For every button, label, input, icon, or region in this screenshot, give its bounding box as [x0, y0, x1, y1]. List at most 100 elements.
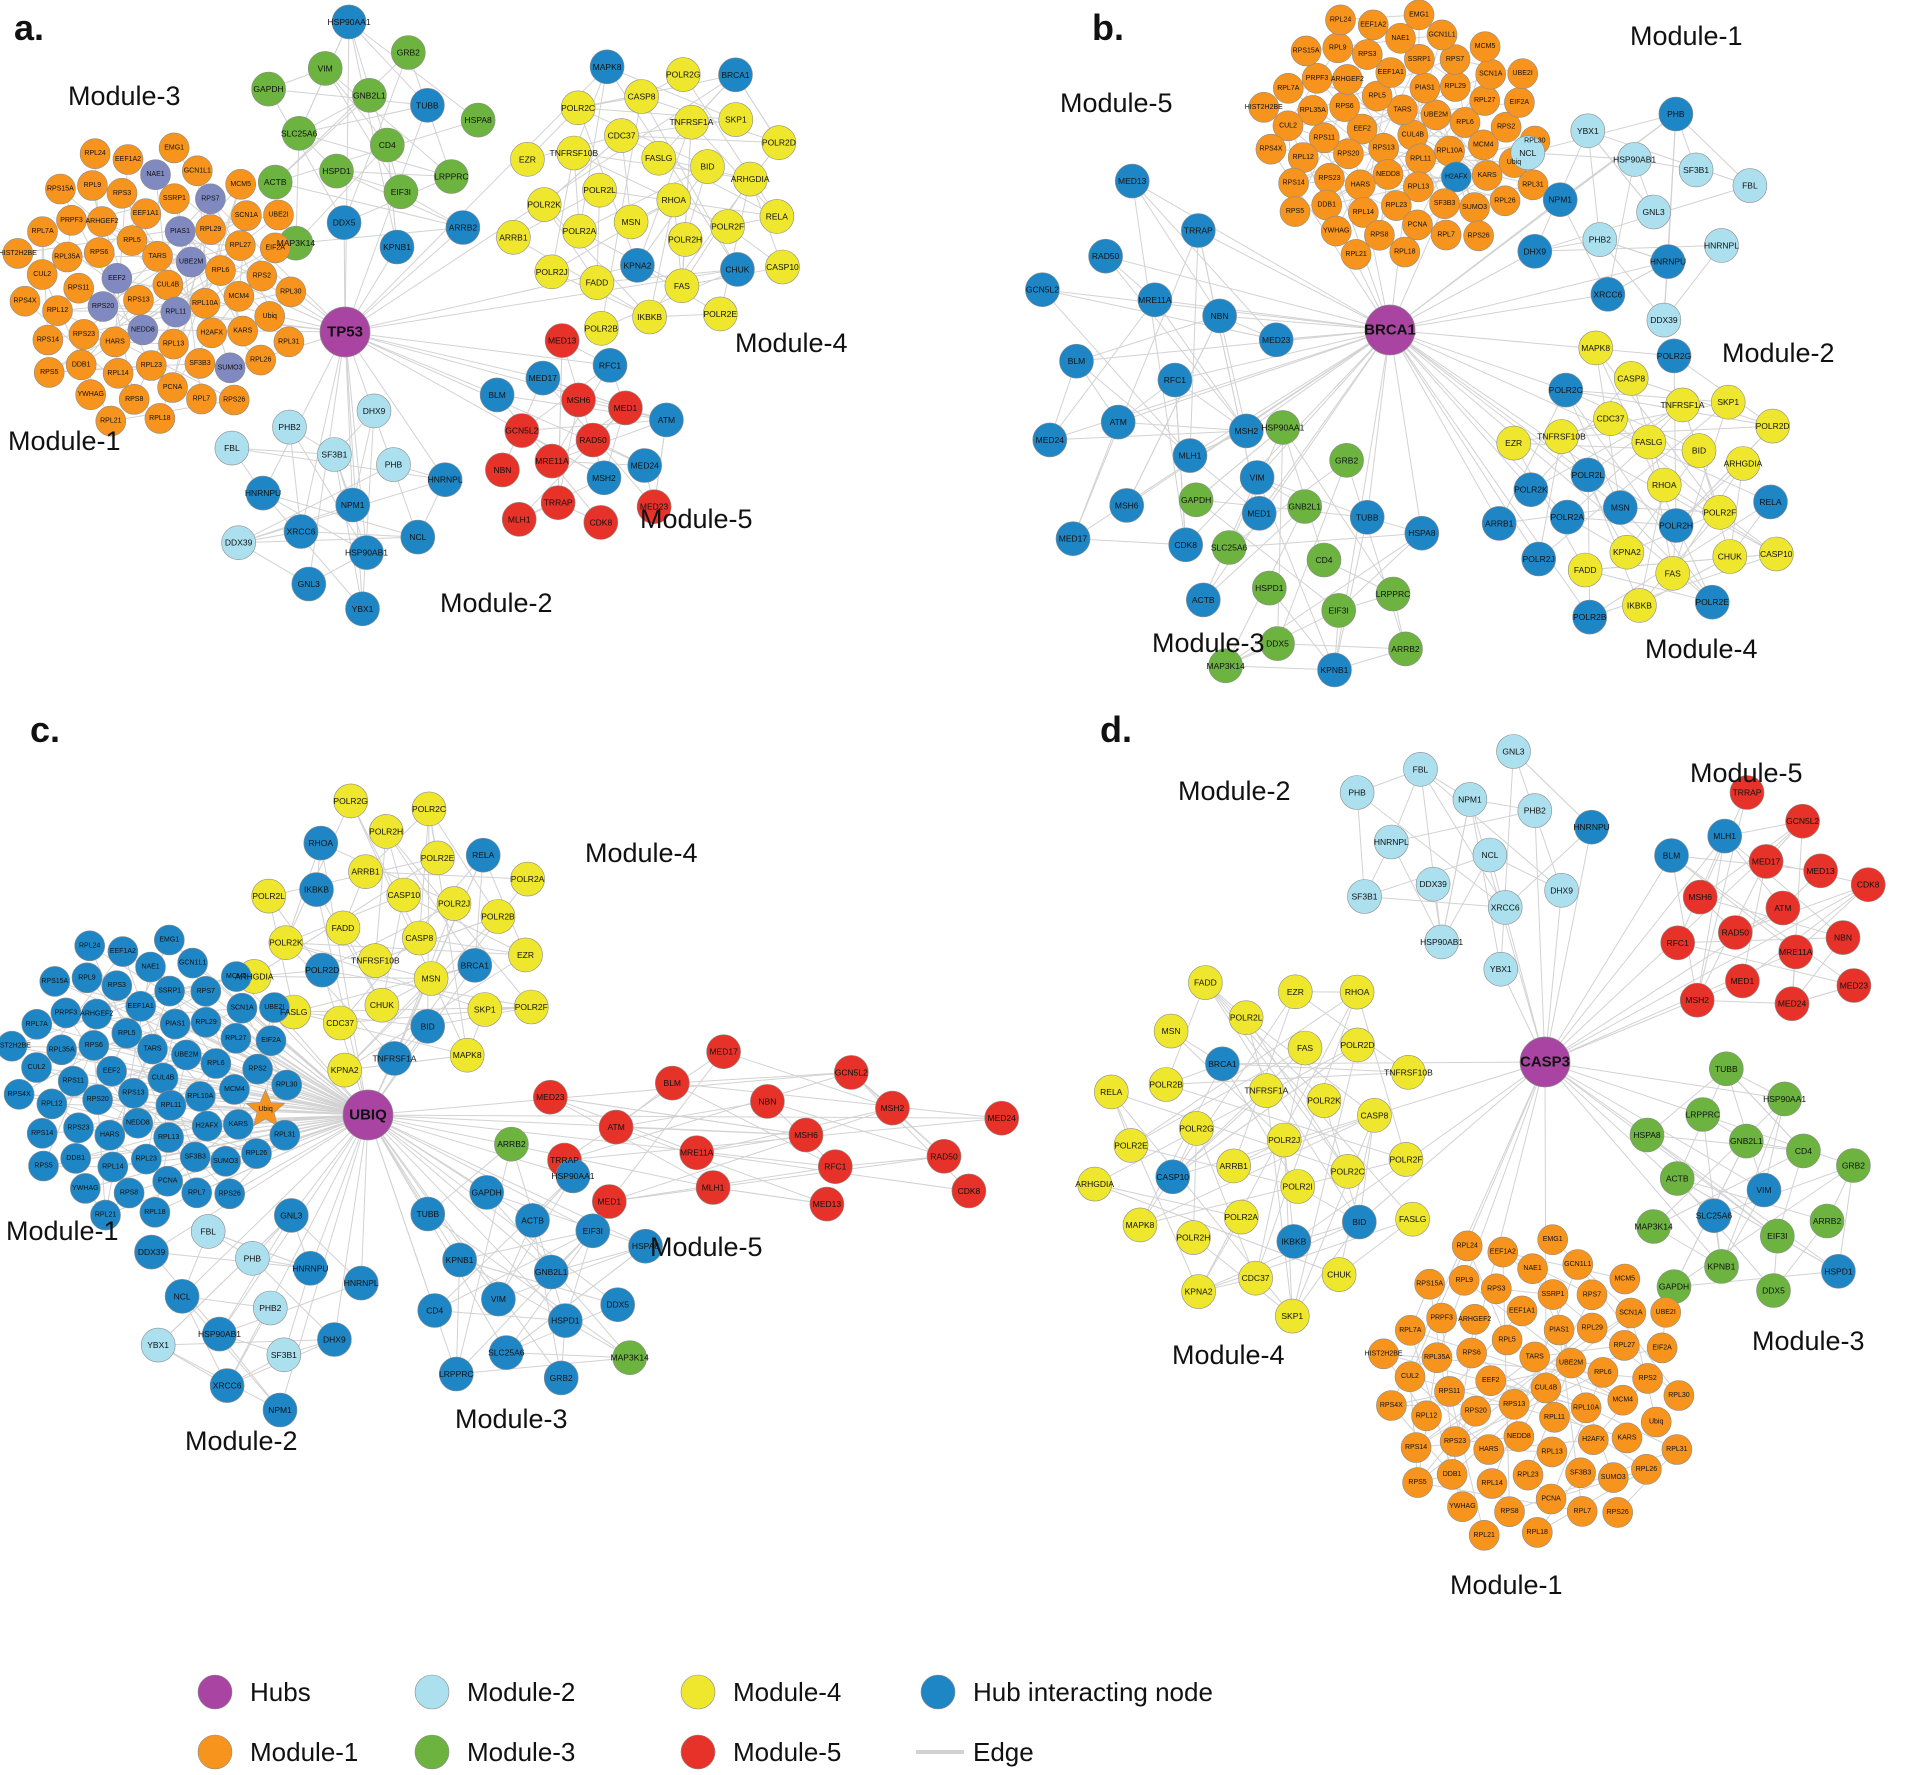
edge — [486, 1191, 646, 1247]
edge — [1469, 799, 1502, 970]
gene-label: MED17 — [529, 373, 558, 383]
edge — [18, 990, 207, 1095]
gene-label: RPL31 — [278, 338, 300, 345]
gene-label: YWHAG — [1449, 1503, 1475, 1510]
gene-label: RPS11 — [1313, 134, 1335, 141]
gene-node — [667, 222, 703, 257]
gene-label: RPL7A — [31, 228, 54, 235]
gene-node — [26, 1118, 58, 1149]
gene-label: RPL5 — [123, 237, 141, 244]
gene-label: IKBKB — [1627, 600, 1652, 610]
gene-label: CHUK — [725, 264, 749, 274]
edge — [1131, 180, 1221, 317]
gene-node — [1774, 986, 1810, 1022]
gene-label: RPS5 — [1286, 208, 1304, 215]
gene-label: RPS15A — [1293, 47, 1320, 54]
gene-node — [214, 430, 250, 466]
gene-node — [1570, 113, 1606, 149]
edge — [1420, 769, 1443, 942]
gene-node — [1694, 584, 1730, 620]
gene-node — [1447, 1491, 1478, 1522]
gene-node — [1287, 1030, 1323, 1066]
gene-label: TNFRSF10B — [1384, 1067, 1433, 1077]
gene-node — [479, 377, 515, 413]
gene-label: EEF2 — [108, 275, 126, 282]
gene-node — [1451, 1230, 1483, 1262]
gene-label: ARRB2 — [449, 223, 478, 233]
edge — [1172, 1090, 1267, 1178]
gene-node — [1306, 1083, 1342, 1118]
gene-node — [1603, 490, 1638, 525]
edge — [1338, 1115, 1375, 1275]
edge — [609, 1155, 945, 1202]
gene-node — [283, 514, 319, 549]
gene-label: RPS4X — [8, 1091, 31, 1098]
gene-label: ARRB1 — [1485, 518, 1514, 528]
gene-label: HSPA8 — [632, 1241, 660, 1251]
gene-node — [281, 116, 317, 151]
gene-node — [1755, 408, 1790, 444]
gene-label: POLR2C — [412, 804, 446, 814]
gene-node — [27, 216, 58, 247]
gene-node — [1157, 362, 1193, 398]
gene-label: SKP1 — [1717, 397, 1739, 407]
gene-label: HSP90AB1 — [1420, 937, 1463, 947]
gene-node — [433, 159, 469, 194]
gene-node — [1456, 1337, 1487, 1369]
gene-label: SLC25A6 — [281, 128, 318, 138]
gene-label: MED13 — [1118, 176, 1147, 186]
gene-node — [1537, 1279, 1569, 1310]
edge — [274, 52, 409, 183]
gene-label: NPM1 — [1458, 794, 1482, 804]
gene-node — [562, 213, 597, 249]
gene-node — [1609, 1263, 1641, 1295]
module-label: Module-1 — [6, 1216, 119, 1246]
gene-label: BID — [1692, 446, 1706, 456]
gene-label: GNL3 — [1502, 746, 1524, 756]
gene-label: MRE11A — [1138, 295, 1172, 305]
gene-node — [1778, 934, 1813, 970]
edge — [298, 104, 428, 134]
edge — [43, 1045, 95, 1167]
gene-node — [1785, 803, 1820, 839]
gene-label: CDK8 — [1857, 880, 1880, 890]
gene-label: PHB2 — [259, 1303, 281, 1313]
gene-node — [1077, 1166, 1112, 1202]
gene-node — [1576, 1279, 1608, 1311]
gene-node — [268, 925, 304, 961]
edge — [1346, 460, 1406, 650]
gene-label: FADD — [586, 278, 609, 288]
edge — [367, 1114, 714, 1188]
gene-node — [75, 379, 106, 411]
gene-label: DDB1 — [66, 1155, 85, 1162]
gene-node — [1181, 1274, 1216, 1309]
gene-label: RPL24 — [1330, 16, 1352, 23]
gene-label: MAP3K14 — [277, 238, 316, 248]
gene-label: EIF2A — [261, 1037, 281, 1044]
gene-node — [480, 899, 516, 934]
gene-node — [1426, 1302, 1457, 1334]
gene-node — [465, 837, 501, 873]
gene-node — [200, 1048, 232, 1079]
gene-node — [57, 1065, 89, 1097]
edge — [1358, 1061, 1546, 1223]
gene-node — [1238, 1260, 1273, 1296]
gene-label: RPL11 — [160, 1102, 181, 1109]
gene-label: RAD50 — [1722, 927, 1750, 937]
edge — [1076, 329, 1391, 362]
gene-node — [1598, 1462, 1629, 1493]
gene-label: KPNA2 — [624, 260, 652, 270]
gene-label: RPS26 — [219, 1190, 241, 1197]
gene-label: ACTB — [1666, 1174, 1689, 1184]
gene-node — [304, 952, 340, 988]
panel-letter: d. — [1100, 709, 1132, 750]
gene-label: RPL23 — [136, 1156, 158, 1163]
gene-node — [788, 1117, 824, 1153]
gene-label: BID — [700, 162, 714, 172]
gene-label: ARHGEF2 — [86, 218, 119, 225]
gene-node — [226, 992, 258, 1024]
gene-node — [127, 314, 159, 346]
gene-label: PIAS1 — [170, 228, 190, 235]
gene-label: RPS20 — [1337, 150, 1359, 157]
gene-label: KARS — [1478, 172, 1497, 179]
